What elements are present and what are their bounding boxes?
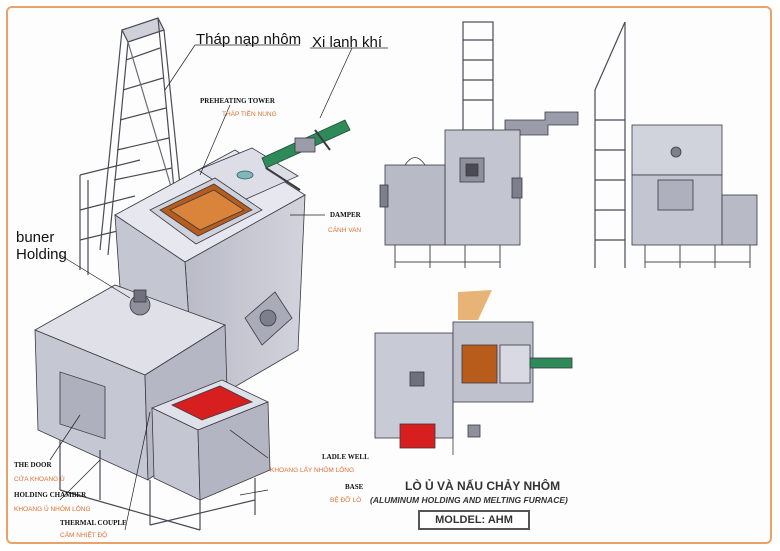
- label-xi-lanh-khi: Xi lanh khí: [312, 34, 383, 51]
- damper: [244, 291, 293, 346]
- label-base: BASE: [345, 483, 364, 491]
- isometric-view: [34, 17, 388, 531]
- diagram-title: LÒ Ủ VÀ NẤU CHẢY NHÔM: [405, 479, 561, 493]
- label-the-door: THE DOOR: [14, 461, 52, 469]
- label-holding-chamber-vi: KHOANG Ủ NHÔM LỎNG: [14, 506, 91, 513]
- label-ladle-well: LADLE WELL: [322, 453, 369, 461]
- diagram-subtitle: (ALUMINUM HOLDING AND MELTING FURNACE): [370, 495, 568, 505]
- label-thap-nap-nhom: Tháp nạp nhôm: [196, 31, 302, 48]
- front-view: [379, 21, 579, 268]
- label-buner: buner: [16, 229, 55, 246]
- base-frame: [59, 440, 256, 531]
- label-holding-chamber: HOLDING CHAMBER: [14, 491, 87, 499]
- label-holding: Holding: [16, 246, 67, 263]
- label-preheating-tower: PREHEATING TOWER: [200, 97, 275, 105]
- model-label: MOLDEL: AHM: [435, 514, 513, 526]
- top-molten-metal: [399, 423, 436, 449]
- label-preheating-tower-vi: THÁP TIỀN NUNG: [222, 111, 277, 118]
- model-box: MOLDEL: AHM: [418, 510, 530, 530]
- label-base-vi: BỆ ĐỠ LÒ: [330, 497, 362, 504]
- label-thermal-couple: THERMAL COUPLE: [60, 519, 127, 527]
- label-ladle-well-vi: KHOANG LẤY NHÔM LỎNG: [270, 467, 355, 474]
- ladle-well: [151, 379, 271, 501]
- molten-metal: [171, 385, 254, 421]
- label-damper-vi: CÁNH VAN: [328, 227, 362, 234]
- side-view: [594, 21, 758, 268]
- preheating-tower-frame: [79, 17, 183, 275]
- label-thermal-couple-vi: CẢM NHIỆT ĐỘ: [60, 532, 108, 539]
- leader-lines: [49, 44, 388, 531]
- top-view: [374, 290, 573, 455]
- label-the-door-vi: CỬA KHOANG Ủ: [14, 476, 65, 483]
- top-preheat-opening: [461, 344, 498, 384]
- label-damper: DAMPER: [330, 211, 361, 219]
- air-cylinder: [261, 119, 351, 191]
